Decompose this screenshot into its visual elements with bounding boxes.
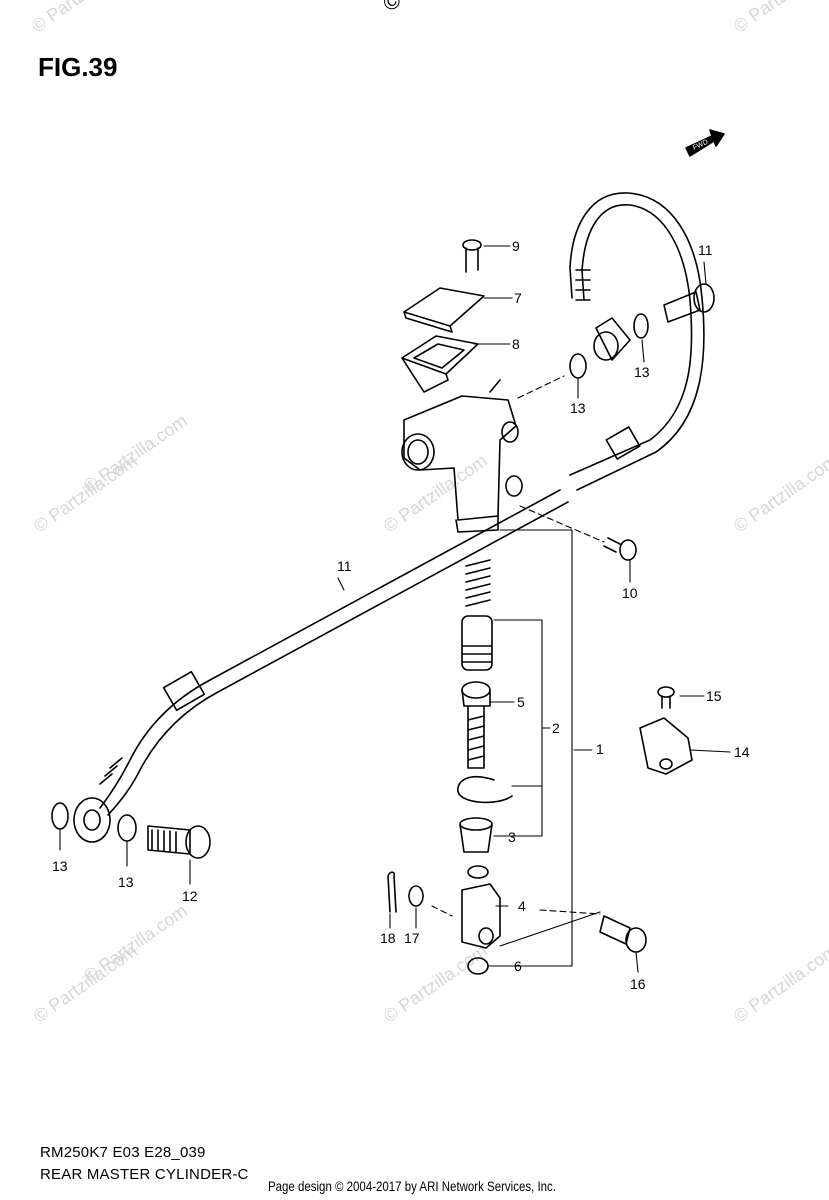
washer-part-13 [633,313,649,339]
callout-3: 3 [508,829,516,845]
master-cylinder-body [401,379,523,533]
washer-part-13 [569,353,587,379]
callout-13: 13 [118,874,134,890]
washer-part-13 [51,802,69,830]
screw-part-9 [462,239,482,273]
callout-8: 8 [512,336,520,352]
callout-18: 18 [380,930,396,946]
callout-4: 4 [518,898,526,914]
cotter-pin-part-18 [387,871,397,913]
nut-part-6 [467,957,489,975]
washer-part-17 [408,885,424,907]
callout-7: 7 [514,290,522,306]
washer-part-13 [117,814,137,842]
page-footer: Page design © 2004-2017 by ARI Network S… [268,1178,556,1194]
union-bolt-part-12 [147,825,211,859]
model-code: RM250K7 E03 E28_039 [40,1144,206,1161]
nut-part-6 [467,865,489,879]
piston-part-2 [461,615,493,671]
boot-part-3 [459,817,493,853]
callout-10: 10 [622,585,638,601]
callout-15: 15 [706,688,722,704]
screw-part-10 [603,537,637,561]
callout-13: 13 [52,858,68,874]
callout-5: 5 [517,694,525,710]
callout-17: 17 [404,930,420,946]
fwd-arrow-icon: FWD [685,129,725,157]
callout-1: 1 [596,741,604,757]
callout-14: 14 [734,744,750,760]
callout-13: 13 [570,400,586,416]
brake-hose-part-11 [99,192,705,816]
screw-part-15 [657,686,675,709]
circlip-part-2 [457,776,513,804]
callout-2: 2 [552,720,560,736]
banjo-fitting-upper [593,317,631,361]
bracket-part-14 [639,717,693,775]
diaphragm-part-8 [401,335,479,393]
clevis-part-4 [461,883,501,949]
union-bolt-part-12 [663,283,715,323]
pin-part-16 [599,915,647,953]
spring-part-2 [465,559,491,607]
callout-16: 16 [630,976,646,992]
callout-9: 9 [512,238,520,254]
callout-6: 6 [514,958,522,974]
reservoir-cap-part-7 [403,287,485,333]
section-name: REAR MASTER CYLINDER-C [40,1166,249,1183]
callout-11: 11 [337,558,352,574]
banjo-fitting-lower [73,797,111,843]
callout-12: 11 [698,242,713,258]
push-rod-part-5 [461,681,491,769]
callout-13: 13 [634,364,650,380]
leader-lines [59,245,731,973]
figure-title: FIG.39 [38,52,118,82]
callout-12: 12 [182,888,198,904]
